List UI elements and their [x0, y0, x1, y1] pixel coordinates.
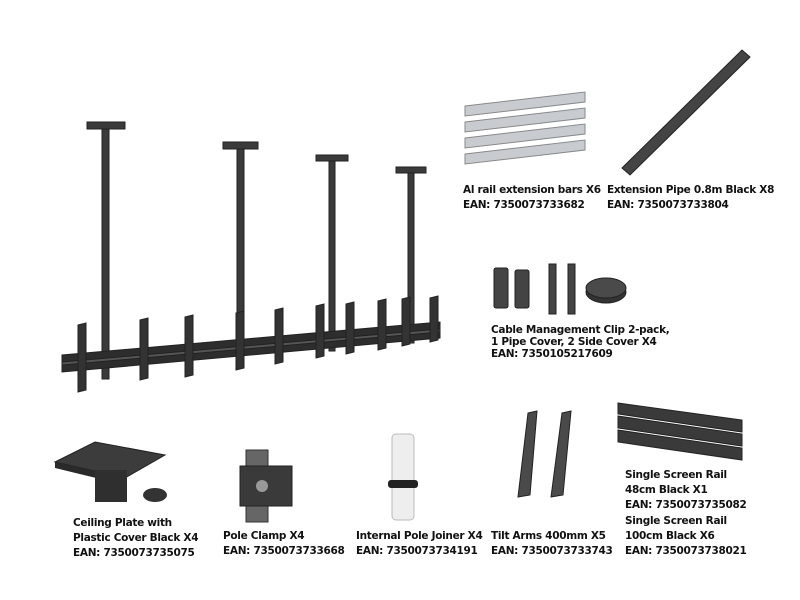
- tilt-arms-ean: EAN: 7350073733743: [491, 545, 613, 557]
- ceiling-plate-image: [53, 441, 167, 502]
- ceiling-mount-image: [61, 121, 441, 393]
- cable-clip-caption: Cable Management Clip 2-pack, 1 Pipe Cov…: [491, 324, 670, 360]
- al-rail-image: [464, 91, 586, 165]
- rail-48-name-1: Single Screen Rail: [625, 469, 727, 481]
- al-rail-ean: EAN: 7350073733682: [463, 199, 585, 211]
- rail-100-ean: EAN: 7350073738021: [625, 545, 747, 557]
- ceiling-plate-caption: Ceiling Plate with Plastic Cover Black X…: [73, 516, 199, 561]
- tilt-arms-image: [517, 410, 572, 498]
- pole-joiner-ean: EAN: 7350073734191: [356, 545, 478, 557]
- al-rail-name: Al rail extension bars X6: [463, 184, 601, 196]
- ext-pipe-name: Extension Pipe 0.8m Black X8: [607, 184, 775, 196]
- extension-pipe-image: [621, 49, 751, 176]
- rail-48-name-2: 48cm Black X1: [625, 484, 708, 496]
- rail-48-caption: Single Screen Rail 48cm Black X1 EAN: 73…: [625, 468, 747, 513]
- ceiling-plate-name-1: Ceiling Plate with: [73, 517, 172, 529]
- rail-48-ean: EAN: 7350073735082: [625, 499, 747, 511]
- screen-rail-image: [617, 402, 743, 461]
- cable-clip-name-1: Cable Management Clip 2-pack,: [491, 324, 670, 336]
- al-rail-caption: Al rail extension bars X6 EAN: 735007373…: [463, 183, 601, 213]
- tilt-arms-name: Tilt Arms 400mm X5: [491, 530, 606, 542]
- pole-joiner-name: Internal Pole Joiner X4: [356, 530, 483, 542]
- pole-clamp-caption: Pole Clamp X4 EAN: 7350073733668: [223, 529, 345, 559]
- pole-clamp-name: Pole Clamp X4: [223, 530, 305, 542]
- pole-clamp-ean: EAN: 7350073733668: [223, 545, 345, 557]
- pole-clamp-image: [239, 449, 293, 523]
- pole-joiner-image: [388, 433, 418, 521]
- cable-clip-image: [493, 263, 627, 315]
- rail-100-name-1: Single Screen Rail: [625, 515, 727, 527]
- ext-pipe-caption: Extension Pipe 0.8m Black X8 EAN: 735007…: [607, 183, 774, 213]
- ceiling-plate-ean: EAN: 7350073735075: [73, 547, 195, 559]
- cable-clip-ean: EAN: 7350105217609: [491, 348, 613, 360]
- rail-100-name-2: 100cm Black X6: [625, 530, 715, 542]
- rail-100-caption: Single Screen Rail 100cm Black X6 EAN: 7…: [625, 514, 747, 559]
- cable-clip-name-2: 1 Pipe Cover, 2 Side Cover X4: [491, 336, 657, 348]
- tilt-arms-caption: Tilt Arms 400mm X5 EAN: 7350073733743: [491, 529, 613, 559]
- ext-pipe-ean: EAN: 7350073733804: [607, 199, 729, 211]
- ceiling-plate-name-2: Plastic Cover Black X4: [73, 532, 199, 544]
- pole-joiner-caption: Internal Pole Joiner X4 EAN: 73500737341…: [356, 529, 483, 559]
